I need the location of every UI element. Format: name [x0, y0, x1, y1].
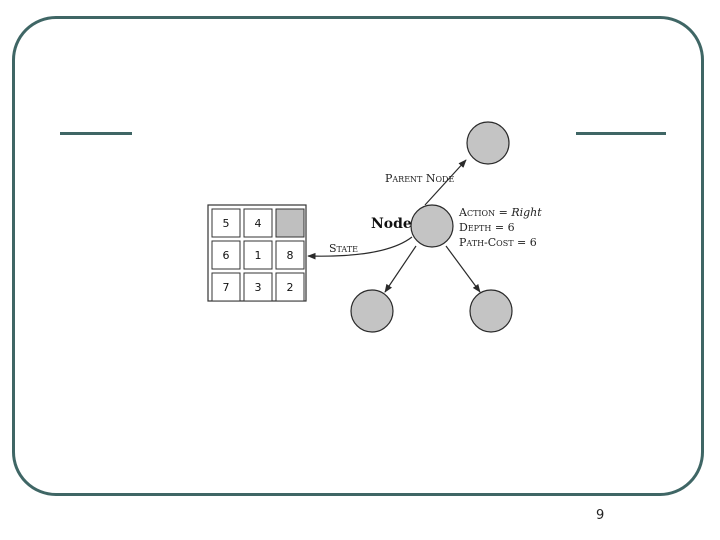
left-child-arrow [384, 245, 417, 293]
path-cost-annotation: Path-Cost = 6 [459, 236, 537, 249]
depth-label: Depth [459, 221, 491, 234]
puzzle-tile [275, 240, 305, 270]
node-label: Node [371, 216, 412, 232]
puzzle-tile [211, 272, 241, 302]
parent-node-label: Parent Node [385, 172, 454, 185]
puzzle-tile-number: 4 [255, 217, 262, 230]
puzzle-state-grid: 5 4 6 1 8 7 3 2 [207, 204, 307, 302]
action-value: Right [510, 206, 542, 219]
parent-node-circle [466, 121, 510, 165]
path-cost-label: Path-Cost [459, 236, 514, 249]
right-child-node-circle [469, 289, 513, 333]
puzzle-tile-number: 2 [287, 281, 294, 294]
puzzle-tile-number: 8 [287, 249, 294, 262]
puzzle-tile [243, 240, 273, 270]
left-child-node-circle [350, 289, 394, 333]
puzzle-tile-number: 1 [255, 249, 262, 262]
action-label: Action [458, 206, 495, 219]
puzzle-tile-number: 6 [223, 249, 230, 262]
right-child-arrow [445, 245, 481, 293]
current-node-circle [410, 204, 454, 248]
puzzle-tile [243, 208, 273, 238]
puzzle-tile [275, 272, 305, 302]
right-rule [576, 132, 666, 135]
left-rule [60, 132, 132, 135]
puzzle-tile-number: 5 [223, 217, 230, 230]
puzzle-tile [243, 272, 273, 302]
path-cost-value: 6 [530, 236, 537, 249]
puzzle-tile-number: 3 [255, 281, 262, 294]
parent-pointer-arrow [424, 159, 467, 206]
puzzle-tile [211, 240, 241, 270]
slide-frame [12, 16, 704, 496]
puzzle-blank-tile [275, 208, 305, 238]
depth-annotation: Depth = 6 [459, 221, 515, 234]
state-pointer-arrow [307, 236, 413, 260]
depth-value: 6 [508, 221, 515, 234]
puzzle-tile-number: 7 [223, 281, 230, 294]
puzzle-tile [211, 208, 241, 238]
page-number: 9 [596, 508, 605, 523]
action-annotation: Action = Right [458, 206, 542, 219]
state-label: State [329, 242, 358, 255]
